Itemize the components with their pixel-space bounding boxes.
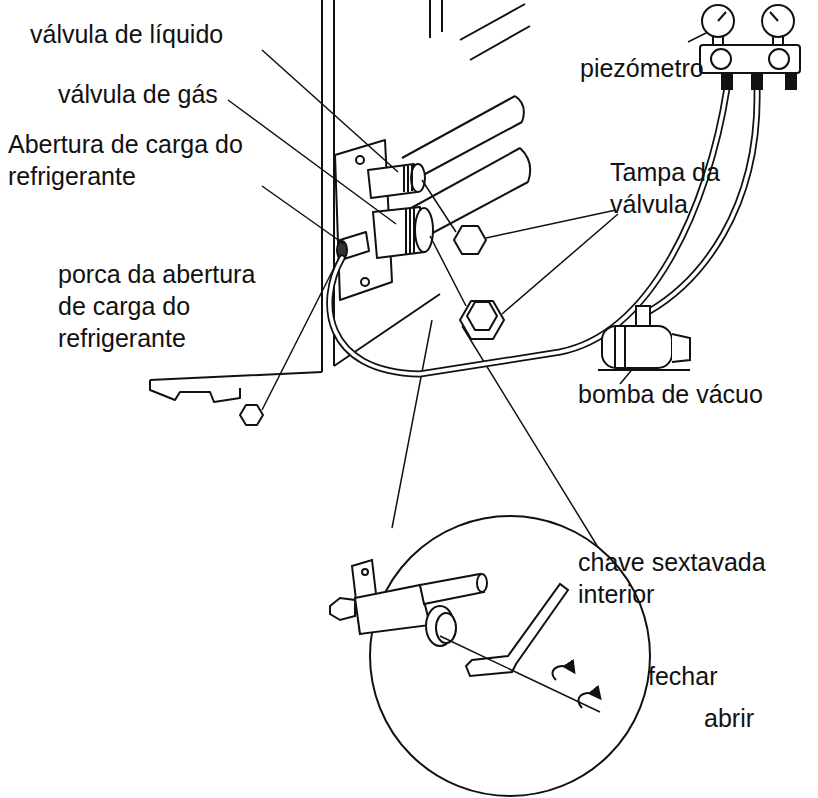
leader-line	[262, 50, 398, 172]
rotate-arrow	[552, 666, 574, 680]
valve-port-end	[477, 574, 487, 592]
liquid-valve	[368, 164, 417, 198]
part-label: fechar	[648, 660, 768, 692]
liquid-valve-thread	[411, 164, 425, 192]
thread-lines	[404, 165, 412, 192]
valve-stub	[330, 598, 355, 620]
pipe	[460, 4, 530, 60]
leader-line	[262, 186, 344, 244]
service-valves	[240, 140, 504, 425]
manifold-knob	[769, 49, 789, 69]
leader-line	[422, 180, 466, 306]
unit-foot	[150, 380, 240, 402]
thread-lines	[406, 208, 414, 254]
manifold-knob	[711, 49, 731, 69]
hex-key	[466, 584, 568, 676]
manifold-port	[722, 73, 732, 89]
unit-base	[150, 294, 440, 380]
screw	[362, 569, 368, 575]
hoses	[330, 88, 757, 374]
manifold-port	[752, 73, 762, 89]
pump-motor	[602, 326, 672, 368]
part-label: abrir	[704, 702, 804, 734]
gauge-needle	[718, 12, 778, 21]
screw	[361, 278, 369, 286]
gas-valve-thread	[415, 208, 433, 252]
hose	[330, 88, 727, 374]
leader-line	[262, 256, 340, 410]
manifold-port	[786, 73, 796, 89]
hose	[330, 88, 727, 374]
part-label: válvula de líquido	[30, 18, 330, 50]
pump-fins	[615, 326, 625, 368]
charge-port-nut	[240, 405, 263, 425]
manifold-body	[700, 45, 800, 73]
manifold-gauge	[700, 5, 800, 89]
part-label: válvula de gás	[58, 78, 288, 110]
screw	[356, 156, 364, 164]
valve-body	[355, 585, 430, 634]
part-label: porca da abertura de carga do refrigeran…	[58, 258, 268, 354]
pipe	[430, 0, 442, 38]
part-label: piezómetro	[580, 52, 780, 84]
rotate-arrow	[578, 693, 600, 708]
part-label: bomba de vácuo	[578, 378, 808, 410]
pump-base	[598, 369, 690, 371]
leader-line	[486, 210, 618, 314]
part-label: Tampa da válvula	[610, 156, 760, 220]
liquid-valve-cap	[454, 226, 486, 254]
vacuum-pump	[598, 306, 690, 370]
pump-head	[672, 334, 690, 362]
axis-line	[440, 636, 600, 712]
part-label: Abertura de carga do refrigerante	[8, 128, 273, 192]
pump-valve	[636, 306, 650, 326]
part-label: chave sextavada interior	[578, 546, 798, 610]
leader-line	[228, 100, 396, 224]
valve-port	[420, 574, 484, 604]
gas-valve-cap	[467, 302, 497, 330]
